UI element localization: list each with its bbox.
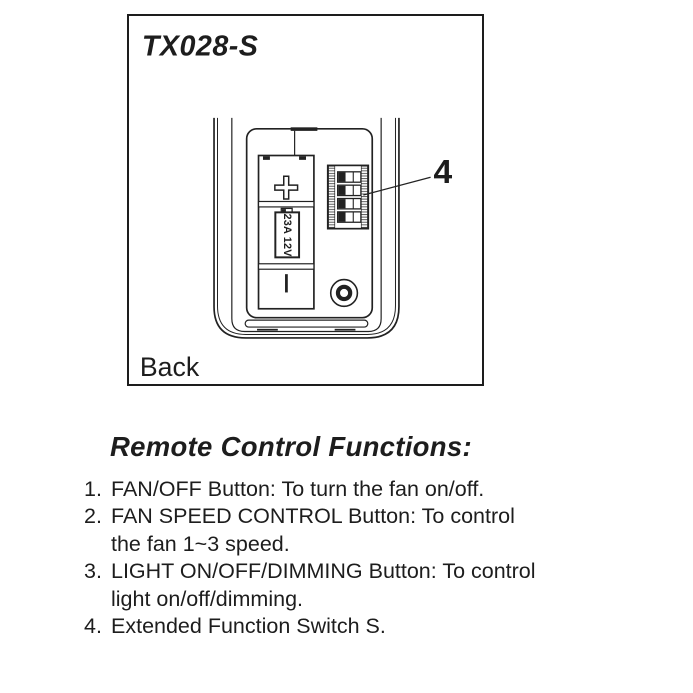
dip-switch-row [336, 211, 362, 223]
cover-latch-slot [244, 319, 369, 328]
function-item-2: 2. FAN SPEED CONTROL Button: To control … [84, 503, 644, 558]
dip-switch-rows [336, 171, 362, 223]
holder-clip-left [262, 156, 270, 160]
item-text-line: LIGHT ON/OFF/DIMMING Button: To control [111, 559, 536, 584]
remote-back-diagram: TX028-S 23A 12V [140, 31, 453, 382]
battery-label: 23A 12V [281, 213, 293, 257]
function-item-4: 4. Extended Function Switch S. [84, 613, 644, 640]
battery-recess-outline [231, 117, 382, 333]
callout-number: 4 [434, 154, 453, 191]
dip-switch-row [336, 197, 362, 210]
item-text-line: FAN/OFF Button: To turn the fan on/off. [111, 477, 485, 501]
battery-terminal-nub-mark [281, 209, 286, 213]
dip-switch-rail-right [360, 165, 368, 229]
item-number: 2. [84, 504, 102, 529]
holder-clip-right [299, 156, 306, 160]
view-label: Back [140, 352, 200, 382]
callout-leader-line [363, 176, 431, 196]
item-text-line: light on/off/dimming. [111, 586, 304, 611]
item-number: 1. [84, 477, 102, 501]
function-item-3: 3. LIGHT ON/OFF/DIMMING Button: To contr… [84, 558, 644, 613]
battery-icon [274, 211, 301, 259]
dip-switch-row [336, 171, 362, 183]
functions-heading: Remote Control Functions: [110, 431, 472, 462]
item-number: 3. [84, 559, 102, 584]
latch-mark-right [334, 328, 356, 331]
item-text-line: the fan 1~3 speed. [111, 531, 290, 556]
item-text-line: Extended Function Switch S. [111, 614, 386, 639]
item-number: 4. [84, 614, 102, 639]
remote-back-diagram-box: TX028-S 23A 12V [127, 14, 484, 386]
cover-tab [290, 127, 318, 131]
remote-body-inner-wall [217, 117, 396, 335]
remote-body-outline [213, 117, 400, 339]
dip-switch-row [336, 184, 362, 197]
function-item-1: 1. FAN/OFF Button: To turn the fan on/of… [84, 476, 644, 503]
dip-switch-rail-left [328, 165, 336, 229]
functions-section: Remote Control Functions: 1. FAN/OFF But… [84, 431, 644, 640]
battery-holder [257, 154, 315, 310]
circular-button [335, 284, 353, 302]
item-text-line: FAN SPEED CONTROL Button: To control [111, 504, 515, 529]
holder-divider-bottom [257, 263, 315, 270]
battery-positive-symbol [274, 175, 299, 200]
model-label: TX028-S [142, 31, 259, 63]
latch-mark-left [257, 328, 278, 331]
circular-button-outline [329, 278, 359, 308]
holder-divider-top [257, 200, 315, 208]
battery-negative-symbol [285, 274, 288, 293]
